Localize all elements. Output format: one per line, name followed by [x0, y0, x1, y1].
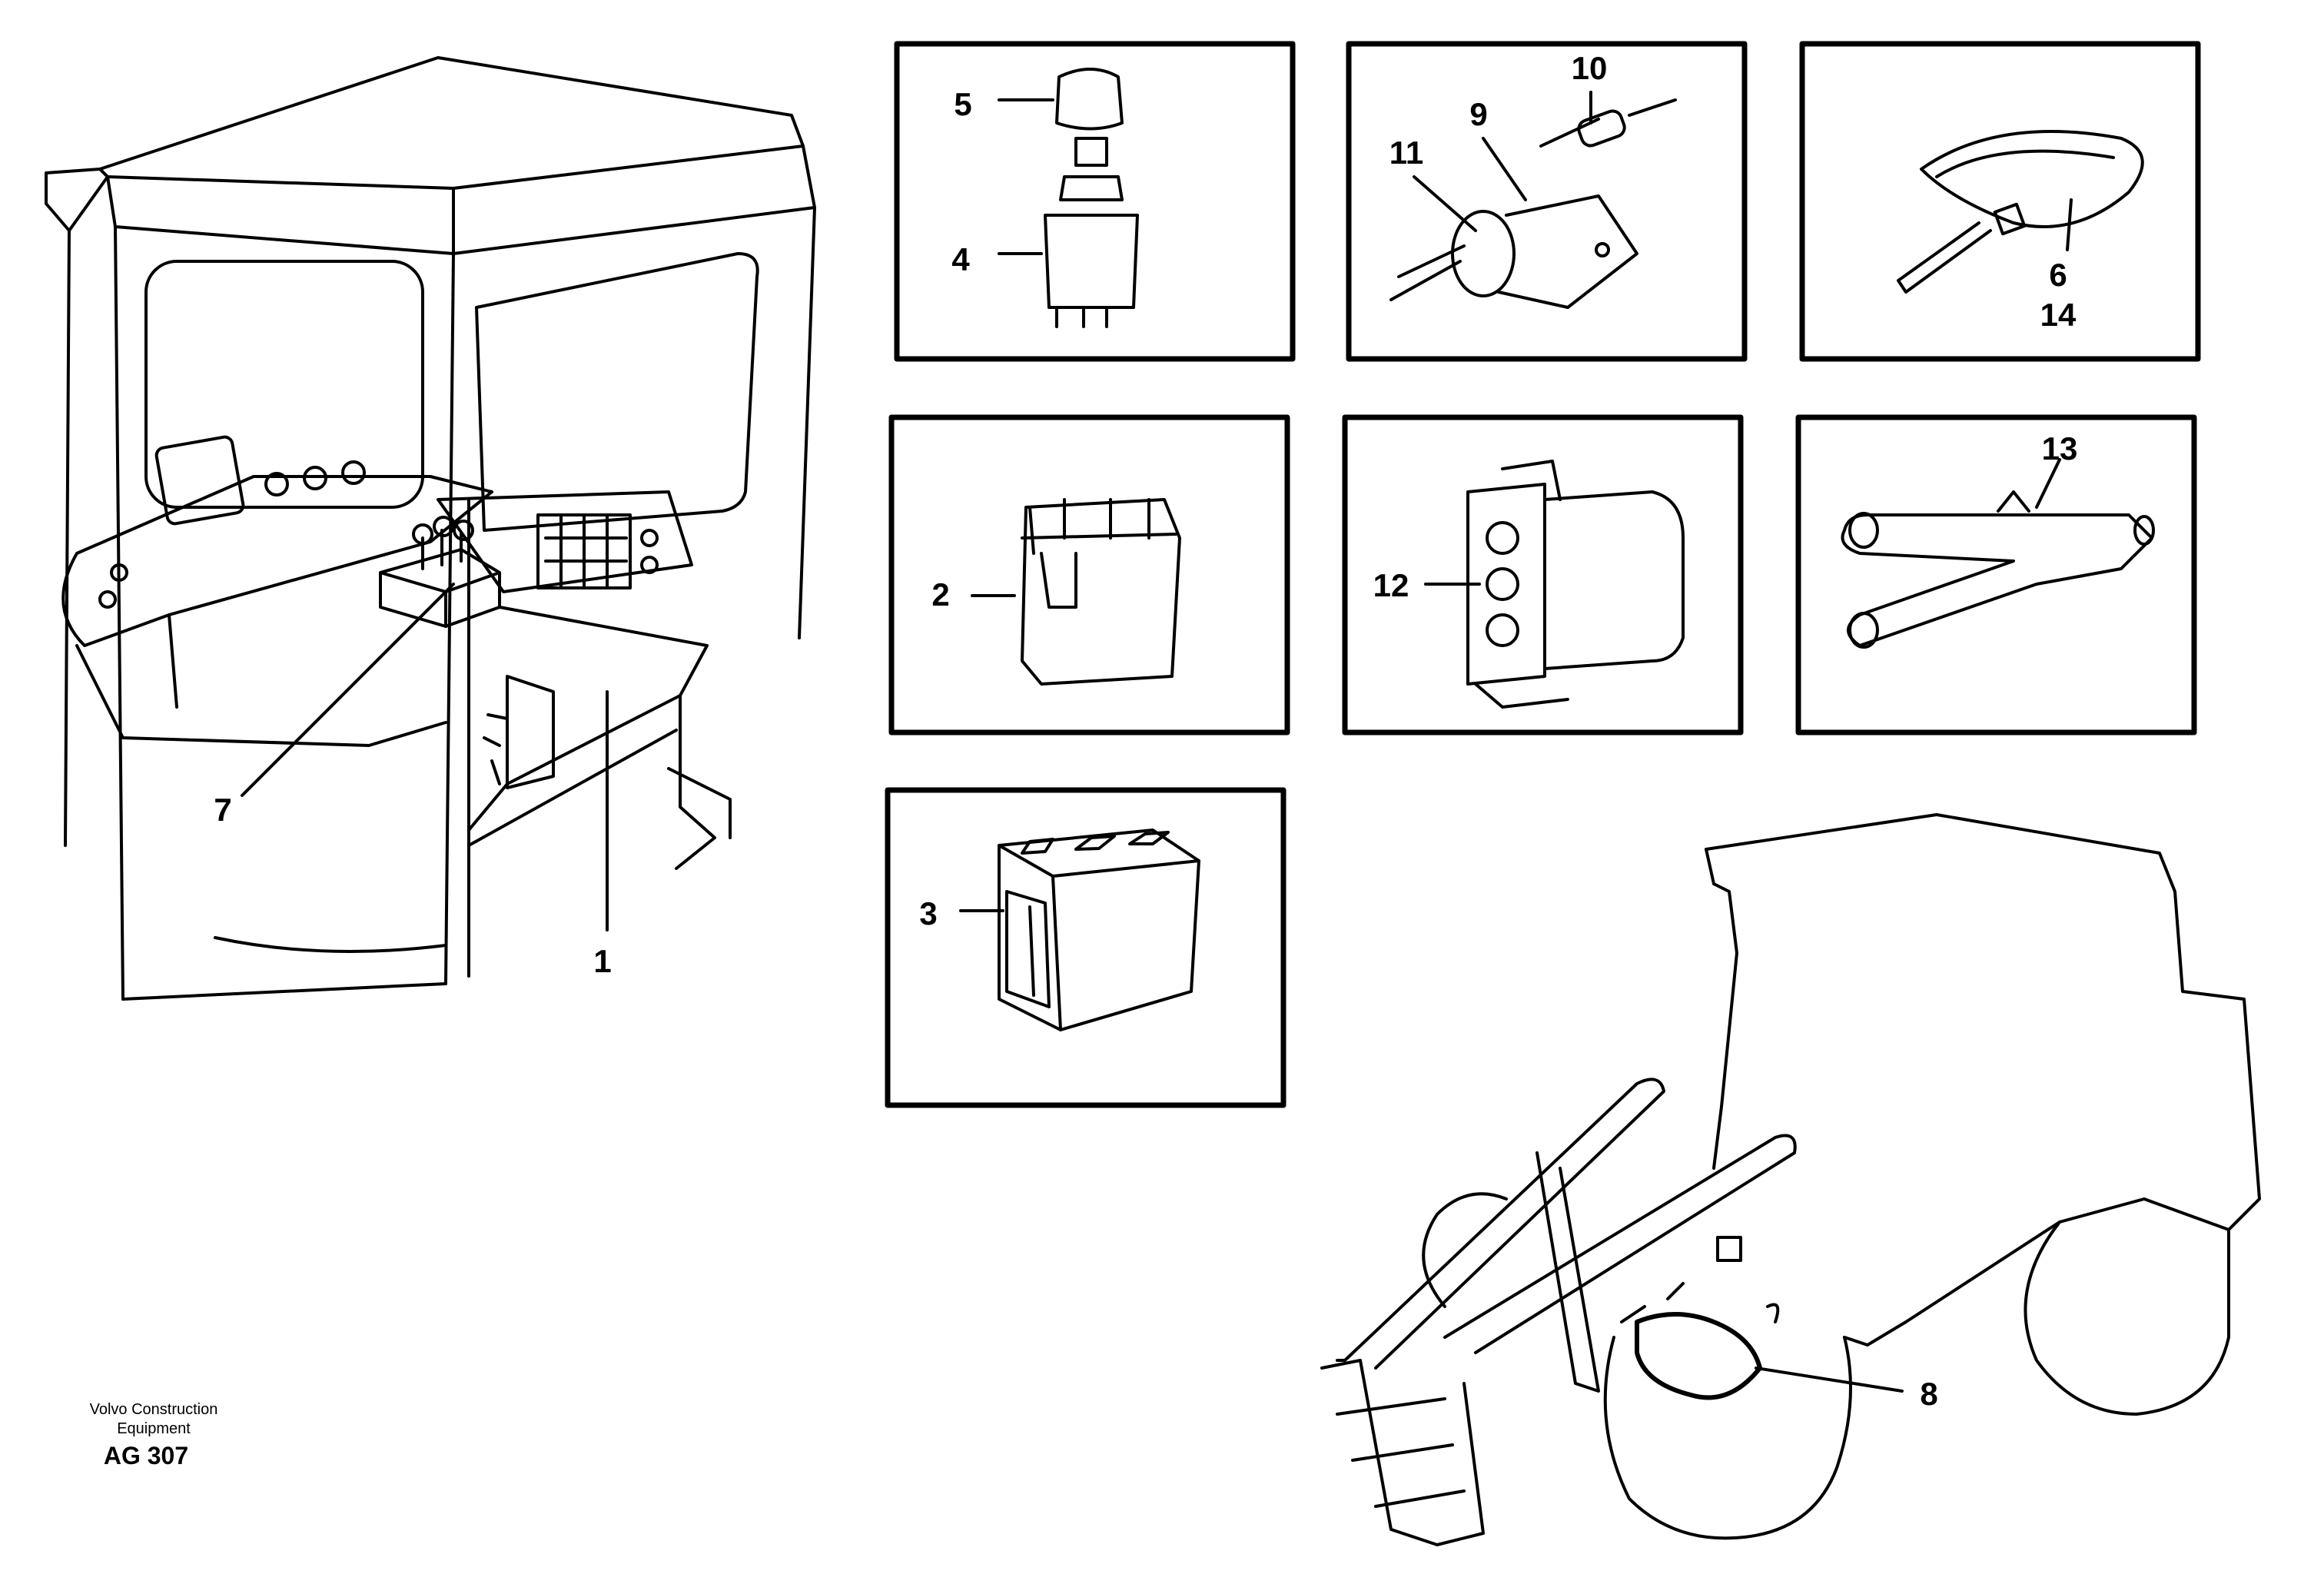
- panel-relay-2: [888, 414, 1290, 736]
- panel-connector-12: [1342, 414, 1744, 736]
- leader-line-7: [241, 583, 455, 797]
- leader-line-13: [2035, 458, 2061, 509]
- callout-1: 1: [593, 943, 611, 979]
- leader-line-8: [1755, 1366, 1904, 1393]
- push-button-icon: [1044, 68, 1139, 328]
- leader-line-9: [1482, 137, 1527, 201]
- panel-relay-3: [885, 787, 1286, 1108]
- relay-icon: [1021, 498, 1181, 686]
- callout-10: 10: [1572, 50, 1608, 86]
- wheel-loader-illustration: [1320, 813, 2261, 1546]
- callout-2: 2: [931, 576, 949, 613]
- callout-11: 11: [1389, 134, 1423, 171]
- callout-14: 14: [2040, 297, 2077, 333]
- panel-switch: [894, 41, 1296, 362]
- panel-y-piece: [1795, 414, 2197, 736]
- callout-labels: 1 7 5 4 10 9 11 6 14 2 12 13 3 8: [214, 50, 2077, 1412]
- y-piece-icon: [1841, 490, 2155, 649]
- callout-5: 5: [954, 86, 971, 122]
- callout-7: 7: [214, 792, 231, 828]
- callout-6: 6: [2049, 257, 2067, 293]
- callout-8: 8: [1920, 1376, 1937, 1412]
- cable-tie-icon: [1897, 130, 2144, 294]
- callout-4: 4: [951, 241, 970, 277]
- company-name: Volvo Construction Equipment: [89, 1401, 218, 1437]
- relay-icon-large: [998, 829, 1200, 1031]
- panel-cable-tie: [1799, 41, 2201, 362]
- connector-icon: [1389, 194, 1638, 309]
- multi-pin-connector-icon: [1466, 460, 1685, 709]
- diode-icon: [1539, 98, 1677, 148]
- drawing-code: AG 307: [103, 1442, 189, 1469]
- callout-13: 13: [2042, 430, 2078, 467]
- leader-line-11: [1413, 175, 1477, 232]
- callout-9: 9: [1469, 96, 1487, 132]
- panel-diode-connector: [1346, 41, 1748, 362]
- callout-12: 12: [1373, 567, 1409, 603]
- cab-illustration: [45, 56, 816, 1001]
- leader-line-6: [2066, 198, 2073, 251]
- callout-3: 3: [919, 895, 937, 931]
